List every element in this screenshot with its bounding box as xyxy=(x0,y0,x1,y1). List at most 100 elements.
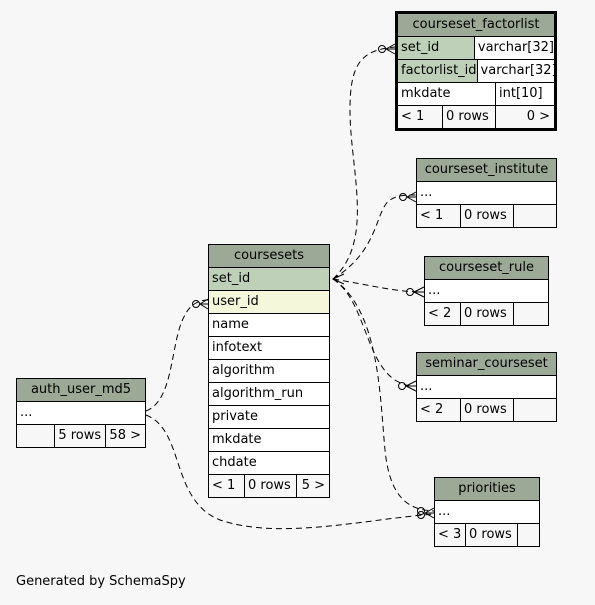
column-name: name xyxy=(212,317,249,332)
table-auth-user-md5[interactable]: auth_user_md5 ... 5 rows 58 > xyxy=(16,378,146,448)
parents-count: < 2 xyxy=(425,303,461,325)
column-row: private xyxy=(209,406,329,429)
column-name: algorithm_run xyxy=(212,386,304,401)
row-count: 0 rows xyxy=(466,524,518,546)
column-type: int[10] xyxy=(499,86,543,101)
relation-auth-user-coursesets xyxy=(145,299,209,412)
crows-foot xyxy=(406,191,417,203)
column-row: algorithm_run xyxy=(209,383,329,406)
column-name: user_id xyxy=(209,291,329,313)
table-priorities[interactable]: priorities ... < 3 0 rows xyxy=(434,477,540,547)
column-row: ... xyxy=(425,280,548,303)
table-title: auth_user_md5 xyxy=(17,379,145,402)
column-name: ... xyxy=(420,379,433,394)
relation-coursesets-courseset-institute xyxy=(332,194,417,280)
column-type: varchar[32] xyxy=(480,63,557,78)
children-count: 5 > xyxy=(301,478,325,493)
column-name: infotext xyxy=(212,340,263,355)
parents-count: < 2 xyxy=(417,399,461,421)
generated-by-label: Generated by SchemaSpy xyxy=(16,574,186,589)
stats-row: < 1 0 rows 5 > xyxy=(209,475,329,497)
parents-count: < 1 xyxy=(417,205,461,227)
column-name: mkdate xyxy=(212,432,262,447)
zero-marker xyxy=(192,300,200,308)
column-row: ... xyxy=(17,402,145,425)
table-seminar-courseset[interactable]: seminar_courseset ... < 2 0 rows xyxy=(416,352,557,422)
column-row: set_id varchar[32] xyxy=(398,37,554,60)
stats-row: 5 rows 58 > xyxy=(17,425,145,447)
relation-coursesets-priorities xyxy=(332,278,435,512)
stats-row: < 1 0 rows xyxy=(417,205,556,227)
parents-count: < 3 xyxy=(435,524,466,546)
relation-coursesets-seminar-courseset xyxy=(332,278,417,387)
children-count xyxy=(518,524,539,546)
children-count xyxy=(514,303,548,325)
column-row: mkdate int[10] xyxy=(398,83,554,106)
table-title: seminar_courseset xyxy=(417,353,556,376)
zero-marker xyxy=(378,45,386,53)
table-courseset-rule[interactable]: courseset_rule ... < 2 0 rows xyxy=(424,256,549,326)
table-courseset-factorlist[interactable]: courseset_factorlist set_id varchar[32] … xyxy=(395,11,557,131)
crows-foot xyxy=(424,507,435,519)
column-name: algorithm xyxy=(212,363,275,378)
crows-foot xyxy=(199,298,209,310)
relation-coursesets-courseset-rule xyxy=(332,278,425,293)
column-row: name xyxy=(209,314,329,337)
column-row: ... xyxy=(417,182,556,205)
row-count: 0 rows xyxy=(443,106,496,128)
table-title: priorities xyxy=(435,478,539,501)
stats-row: < 2 0 rows xyxy=(417,399,556,421)
column-type: varchar[32] xyxy=(477,40,554,55)
column-name: mkdate xyxy=(398,83,496,105)
parents-count: < 1 xyxy=(209,475,245,497)
row-count: 0 rows xyxy=(461,303,514,325)
column-name: set_id xyxy=(209,268,329,290)
column-name: set_id xyxy=(398,37,475,59)
zero-marker xyxy=(398,382,406,390)
crows-foot xyxy=(413,286,425,298)
column-row: infotext xyxy=(209,337,329,360)
children-count xyxy=(514,205,556,227)
table-title: courseset_institute xyxy=(417,159,556,182)
table-coursesets[interactable]: coursesets set_id user_id name infotext … xyxy=(208,244,330,498)
children-count: 58 > xyxy=(109,428,141,443)
column-row: user_id xyxy=(209,291,329,314)
column-name: factorlist_id xyxy=(398,60,478,82)
zero-marker xyxy=(417,507,425,515)
stats-row: < 3 0 rows xyxy=(435,524,539,546)
table-title: courseset_rule xyxy=(425,257,548,280)
column-row: algorithm xyxy=(209,360,329,383)
column-name: ... xyxy=(420,185,433,200)
column-row: ... xyxy=(435,501,539,524)
table-courseset-institute[interactable]: courseset_institute ... < 1 0 rows xyxy=(416,158,557,228)
relation-auth-user-priorities xyxy=(145,414,435,530)
column-name: private xyxy=(212,409,258,424)
column-row: mkdate xyxy=(209,429,329,452)
column-name: ... xyxy=(20,405,33,420)
column-name: ... xyxy=(438,504,451,519)
parents-count xyxy=(17,425,56,447)
zero-marker xyxy=(417,511,425,519)
table-title: coursesets xyxy=(209,245,329,268)
table-title: courseset_factorlist xyxy=(398,14,554,37)
parents-count: < 1 xyxy=(398,106,443,128)
zero-marker xyxy=(399,193,407,201)
crows-foot xyxy=(405,380,417,392)
column-name: ... xyxy=(428,283,441,298)
row-count: 5 rows xyxy=(55,425,107,447)
stats-row: < 2 0 rows xyxy=(425,303,548,325)
column-row: set_id xyxy=(209,268,329,291)
column-name: chdate xyxy=(212,455,257,470)
column-row: chdate xyxy=(209,452,329,475)
row-count: 0 rows xyxy=(461,205,514,227)
column-row: ... xyxy=(417,376,556,399)
children-count xyxy=(514,399,556,421)
crows-foot xyxy=(385,43,396,55)
row-count: 0 rows xyxy=(461,399,514,421)
children-count: 0 > xyxy=(526,109,550,124)
zero-marker xyxy=(406,288,414,296)
stats-row: < 1 0 rows 0 > xyxy=(398,106,554,128)
relation-coursesets-courseset-factorlist xyxy=(332,46,396,280)
row-count: 0 rows xyxy=(245,475,297,497)
